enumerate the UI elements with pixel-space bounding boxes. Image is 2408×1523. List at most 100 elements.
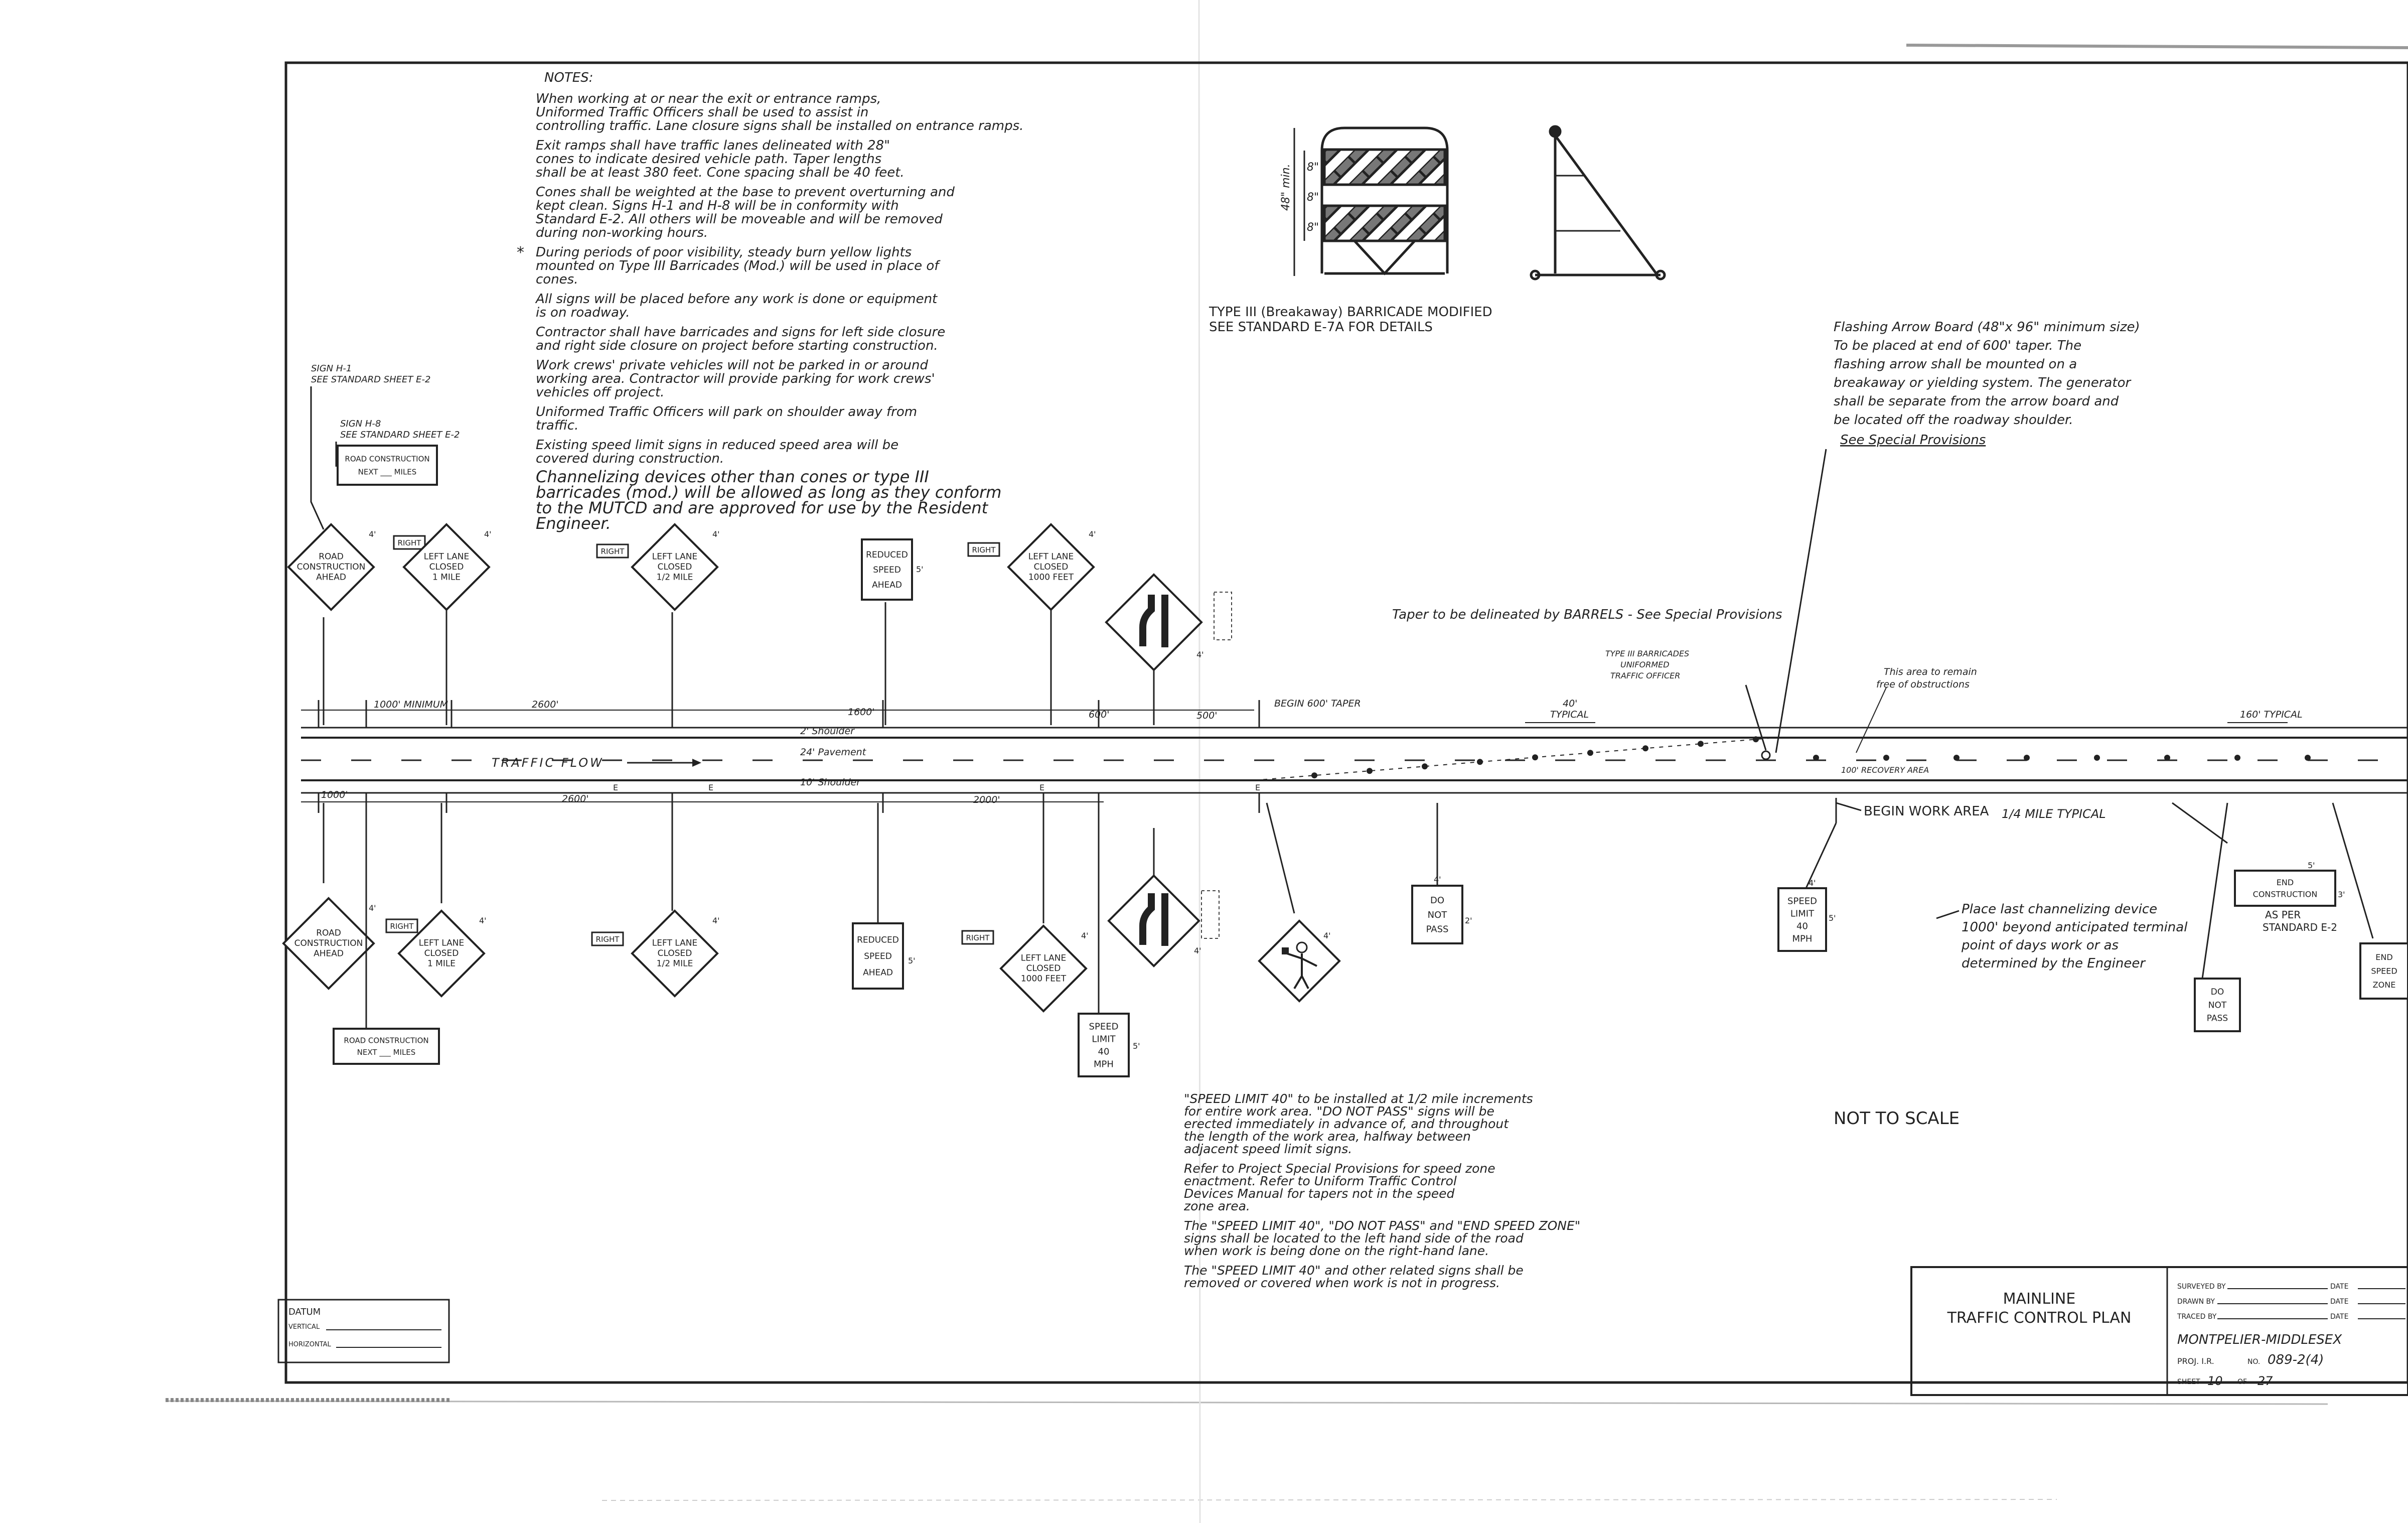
begin-work-area-label: BEGIN WORK AREA xyxy=(1864,804,1989,819)
note-line: is on roadway. xyxy=(536,305,630,320)
note-line: covered during construction. xyxy=(536,451,724,466)
traced-date-label: DATE xyxy=(2330,1313,2348,1321)
drawn-by-label: DRAWN BY xyxy=(2177,1298,2215,1306)
sign-text: ROAD CONSTRUCTION xyxy=(344,1036,428,1045)
taper-note: Taper to be delineated by BARRELS - See … xyxy=(1392,607,1782,622)
title-traffic-control-plan: TRAFFIC CONTROL PLAN xyxy=(1947,1309,2132,1327)
sheet-label: SHEET xyxy=(2177,1378,2200,1386)
sign-text: CLOSED xyxy=(424,948,459,958)
sign-h8-label: SIGN H-8 xyxy=(340,419,381,429)
barricade-front-top-frame xyxy=(1320,126,1449,151)
lane-ends-icon xyxy=(1139,595,1155,646)
dim-2600-top: 2600' xyxy=(532,699,559,710)
arrow-board-lines: Flashing Arrow Board (48"x 96" minimum s… xyxy=(1834,320,2140,428)
right-plaque-face xyxy=(596,543,629,559)
sign-size-label: 5' xyxy=(1829,913,1836,923)
sheet-total: 27 xyxy=(2258,1374,2273,1388)
place-last-line: Place last channelizing device xyxy=(1962,902,2157,917)
surveyed-by-label: SURVEYED BY xyxy=(2177,1283,2226,1291)
right-plaque: RIGHT xyxy=(591,931,624,946)
right-plaque-face xyxy=(961,930,994,945)
arrow-board-line: shall be separate from the arrow board a… xyxy=(1834,394,2119,409)
end-construction-leader xyxy=(2172,802,2228,844)
sign-text: AHEAD xyxy=(316,572,346,582)
speed-note-line: removed or covered when work is not in p… xyxy=(1184,1276,1500,1290)
sign-text: SPEED xyxy=(1787,896,1817,906)
speed-note-line: for entire work area. "DO NOT PASS" sign… xyxy=(1184,1104,1494,1119)
speed-note-line: the length of the work area, halfway bet… xyxy=(1184,1129,1471,1144)
arrow-board-special-provisions-link: See Special Provisions xyxy=(1840,433,1986,448)
diamond-sign-face xyxy=(1007,523,1095,611)
speed-note-line: zone area. xyxy=(1183,1199,1250,1213)
sign-size-label: 5' xyxy=(908,956,916,965)
barrel-icon xyxy=(1311,772,1317,779)
rect-sign-face xyxy=(2194,978,2241,1032)
dim-160-typical: 160' TYPICAL xyxy=(2240,709,2303,720)
traffic-flow-arrow xyxy=(627,759,701,767)
barrel-icon xyxy=(1587,750,1593,756)
sign-text: REDUCED xyxy=(866,550,908,560)
note-line: kept clean. Signs H-1 and H-8 will be in… xyxy=(536,198,899,213)
sign-text: CLOSED xyxy=(429,562,464,572)
barrel-icon xyxy=(1753,736,1759,743)
arrow-board-line: Flashing Arrow Board (48"x 96" minimum s… xyxy=(1834,320,2140,335)
barricade-rail-middle xyxy=(1323,204,1446,242)
lane-ends-icon xyxy=(1139,893,1155,945)
uniformed-label: UNIFORMED xyxy=(1620,660,1670,669)
rect-sign-face xyxy=(1411,885,1463,944)
barricade-side-brace xyxy=(1554,134,1660,277)
cone-icon xyxy=(2024,755,2030,761)
note-line: Work crews' private vehicles will not be… xyxy=(536,358,929,373)
note-line: cones. xyxy=(536,272,578,287)
sign-text: LIMIT xyxy=(1092,1034,1116,1044)
sign-text: 40 xyxy=(1796,921,1808,931)
speed-note-line: Devices Manual for tapers not in the spe… xyxy=(1184,1186,1454,1201)
traffic-officer-label: TRAFFIC OFFICER xyxy=(1610,671,1680,680)
sign-size-label: 4' xyxy=(712,529,720,539)
note-line: barricades (mod.) will be allowed as lon… xyxy=(536,483,1001,502)
sign-size-label: 5' xyxy=(1133,1041,1140,1051)
right-plaque-text: RIGHT xyxy=(398,538,422,547)
sign-text: 1000 FEET xyxy=(1021,974,1067,984)
traffic-flow-label: TRAFFIC FLOW xyxy=(492,756,604,770)
sign-size-label: 4' xyxy=(1196,650,1204,659)
barricades-label: TYPE III BARRICADES xyxy=(1605,649,1689,658)
sign-text: DO xyxy=(2211,987,2224,997)
diamond-sign-face xyxy=(631,909,719,998)
rect-sign-face xyxy=(861,538,913,601)
sign-size-label: 4' xyxy=(484,529,492,539)
note-line: to the MUTCD and are approved for use by… xyxy=(536,498,989,517)
right-plaque: RIGHT xyxy=(385,918,418,933)
barricade-dimensions: 48" min. 8" 8" 8" xyxy=(1280,161,1319,234)
sign-text: LEFT LANE xyxy=(419,938,464,948)
title-block-frame xyxy=(1910,1266,2408,1396)
datum-vertical-label: VERTICAL xyxy=(288,1323,320,1331)
cone-icon xyxy=(2234,755,2240,761)
sign-size-label: 4' xyxy=(1323,931,1331,940)
dim-2000: 2000' xyxy=(973,794,1000,805)
rect-sign-face xyxy=(2359,942,2408,1000)
diamond-sign-face xyxy=(282,897,375,990)
drawn-date-label: DATE xyxy=(2330,1298,2348,1306)
sign-size-label: 4' xyxy=(1434,875,1441,884)
right-plaque: RIGHT xyxy=(596,543,629,559)
shoulder-bottom-label: 10' Shoulder xyxy=(800,777,861,788)
sign-text: LEFT LANE xyxy=(1021,953,1066,963)
sign-text: MPH xyxy=(1792,933,1813,944)
surveyed-date-label: DATE xyxy=(2330,1283,2348,1291)
rect-sign-face xyxy=(333,1028,440,1065)
sign-text: NEXT ___ MILES xyxy=(357,1048,416,1057)
cone-icon xyxy=(2305,755,2311,761)
note-line: During periods of poor visibility, stead… xyxy=(536,245,912,260)
notes-list: When working at or near the exit or entr… xyxy=(517,91,1023,533)
barricade-front-brace xyxy=(1353,240,1416,275)
sign-size-label: 4' xyxy=(1081,931,1089,940)
note-line: When working at or near the exit or entr… xyxy=(536,91,881,106)
place-last-line: determined by the Engineer xyxy=(1962,956,2146,971)
officer-leader xyxy=(1745,684,1767,751)
flag-icon xyxy=(1282,947,1289,954)
sign-post xyxy=(1266,802,1295,914)
